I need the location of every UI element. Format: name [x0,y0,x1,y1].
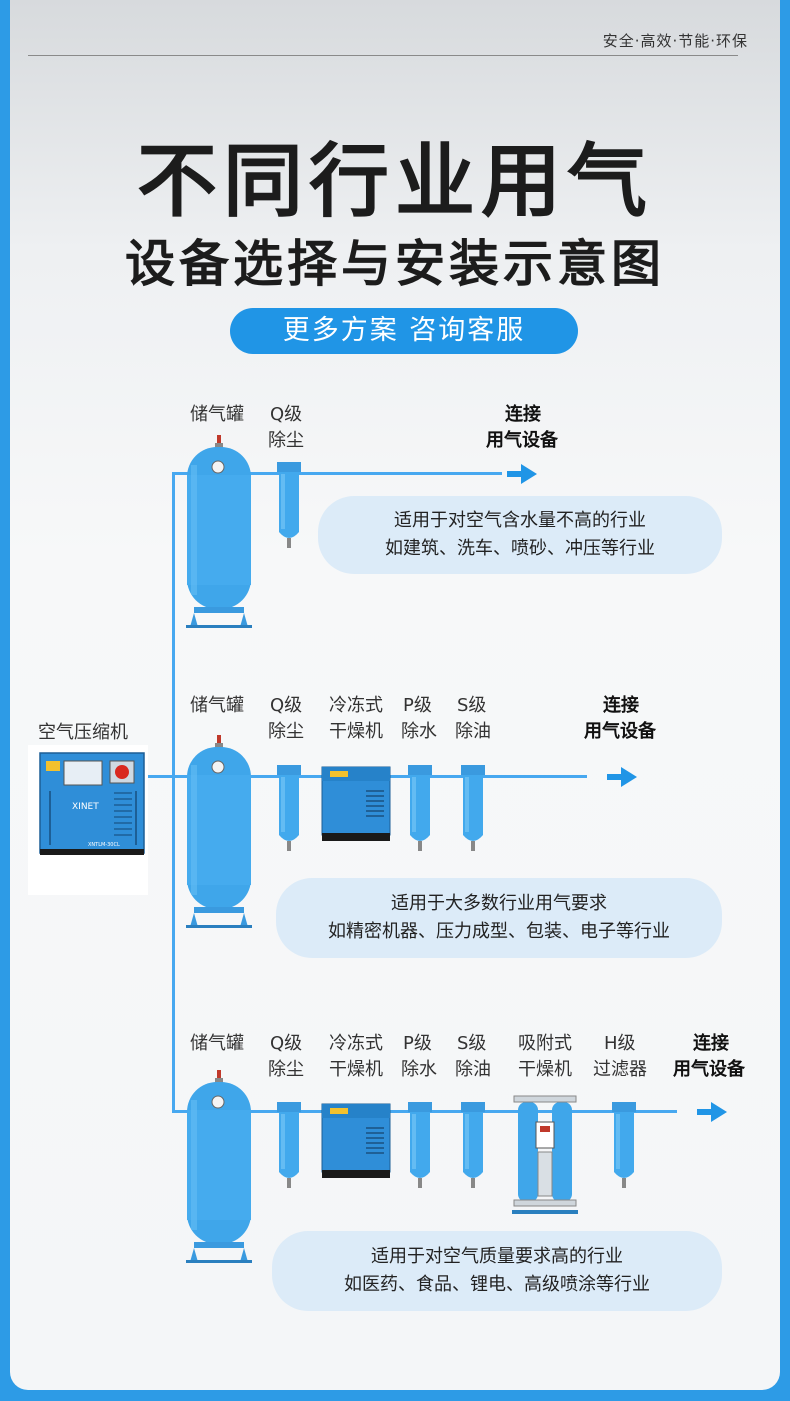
row3-dryer-label-bottom: 干燥机 [329,1059,383,1080]
row1-connect-label-top: 连接 [505,404,541,425]
row3-usage-note: 适用于对空气质量要求高的行业 如医药、食品、锂电、高级喷涂等行业 [272,1231,722,1311]
compressor-model: XNTLM-30CL [88,842,120,848]
row1-note-line2: 如建筑、洗车、喷砂、冲压等行业 [385,538,655,559]
row2-dryer-label-top: 冷冻式 [329,695,383,716]
row2-p-label-bottom: 除水 [401,721,437,742]
row3-q-label-bottom: 除尘 [268,1059,304,1080]
compressor-outlet-pipe [146,775,174,778]
row1-q-label-top: Q级 [270,404,303,425]
row2-usage-note: 适用于大多数行业用气要求 如精密机器、压力成型、包装、电子等行业 [276,878,722,958]
row3-q-filter [274,1102,304,1196]
row2-note-line2: 如精密机器、压力成型、包装、电子等行业 [328,921,670,942]
row3-s-filter [458,1102,488,1196]
air-compressor-illustration: XINET XNTLM-30CL [28,745,148,895]
row1-air-tank [182,435,257,634]
arrow-right-icon [697,1102,727,1122]
row2-s-filter [458,765,488,859]
row2-tank-label: 储气罐 [190,695,244,716]
row2-q-filter [274,765,304,859]
air-tank-icon [186,435,252,628]
row2-connect-label-top: 连接 [603,695,639,716]
row2-note-line1: 适用于大多数行业用气要求 [391,893,607,914]
filter-icon [277,1102,301,1188]
row2-q-label-top: Q级 [270,695,303,716]
compressor-label: 空气压缩机 [38,722,128,743]
slogan: 安全·高效·节能·环保 [602,32,748,50]
row3-tank-label: 储气罐 [190,1033,244,1054]
filter-icon [612,1102,636,1188]
row3-note-line1: 适用于对空气质量要求高的行业 [371,1246,623,1267]
row2-p-label-top: P级 [403,695,432,716]
row3-dryer-label-top: 冷冻式 [329,1033,383,1054]
row3-note-line2: 如医药、食品、锂电、高级喷涂等行业 [344,1274,650,1295]
row2-connect-label-bottom: 用气设备 [584,721,656,742]
main-trunk-pipe [172,472,175,1112]
page-title-line2: 设备选择与安装示意图 [125,235,665,293]
air-tank-icon [186,1070,252,1263]
content-panel [10,0,780,1390]
row3-p-label-bottom: 除水 [401,1059,437,1080]
row2-refrigerated-dryer [320,765,392,847]
row3-adsorption-dryer [512,1092,578,1222]
row3-p-filter [405,1102,435,1196]
row3-connect-label-top: 连接 [693,1033,729,1054]
row3-s-label-top: S级 [457,1033,487,1054]
row1-branch-pipe [172,472,502,475]
row3-q-label-top: Q级 [270,1033,303,1054]
row3-connect-label-bottom: 用气设备 [673,1059,745,1080]
row3-refrigerated-dryer [320,1102,392,1184]
arrow-right-icon [607,767,637,787]
row2-dryer-label-bottom: 干燥机 [329,721,383,742]
filter-icon [277,462,301,548]
row3-adsorption-label-top: 吸附式 [518,1033,572,1054]
header-divider [28,55,738,56]
page-title-line1: 不同行业用气 [137,135,653,228]
row2-p-filter [405,765,435,859]
row3-outlet-arrow [697,1101,727,1127]
arrow-right-icon [507,464,537,484]
row3-adsorption-label-bottom: 干燥机 [518,1059,572,1080]
filter-icon [277,765,301,851]
adsorption-dryer-icon [512,1095,578,1214]
row1-note-line1: 适用于对空气含水量不高的行业 [394,510,646,531]
row2-outlet-arrow [607,766,637,792]
air-tank-icon [186,735,252,928]
compressor-icon: XINET XNTLM-30CL [39,752,145,855]
filter-icon [408,1102,432,1188]
row2-s-label-top: S级 [457,695,487,716]
row1-tank-label: 储气罐 [190,404,244,425]
row1-usage-note: 适用于对空气含水量不高的行业 如建筑、洗车、喷砂、冲压等行业 [318,496,722,574]
refrigerated-dryer-icon [321,1103,391,1178]
filter-icon [461,765,485,851]
row1-q-filter [274,462,304,556]
row1-q-label-bottom: 除尘 [268,430,304,451]
row1-outlet-arrow [507,463,537,489]
row3-h-filter [609,1102,639,1196]
filter-icon [461,1102,485,1188]
row2-s-label-bottom: 除油 [455,721,491,742]
row1-connect-label-bottom: 用气设备 [486,430,558,451]
filter-icon [408,765,432,851]
row2-q-label-bottom: 除尘 [268,721,304,742]
consult-service-button[interactable]: 更多方案 咨询客服 [230,308,578,354]
compressor-brand: XINET [72,802,99,812]
row2-air-tank [182,735,257,934]
row3-air-tank [182,1070,257,1269]
row3-h-label-top: H级 [604,1033,636,1054]
row3-s-label-bottom: 除油 [455,1059,491,1080]
refrigerated-dryer-icon [321,766,391,841]
row3-p-label-top: P级 [403,1033,432,1054]
row3-h-label-bottom: 过滤器 [593,1059,647,1080]
